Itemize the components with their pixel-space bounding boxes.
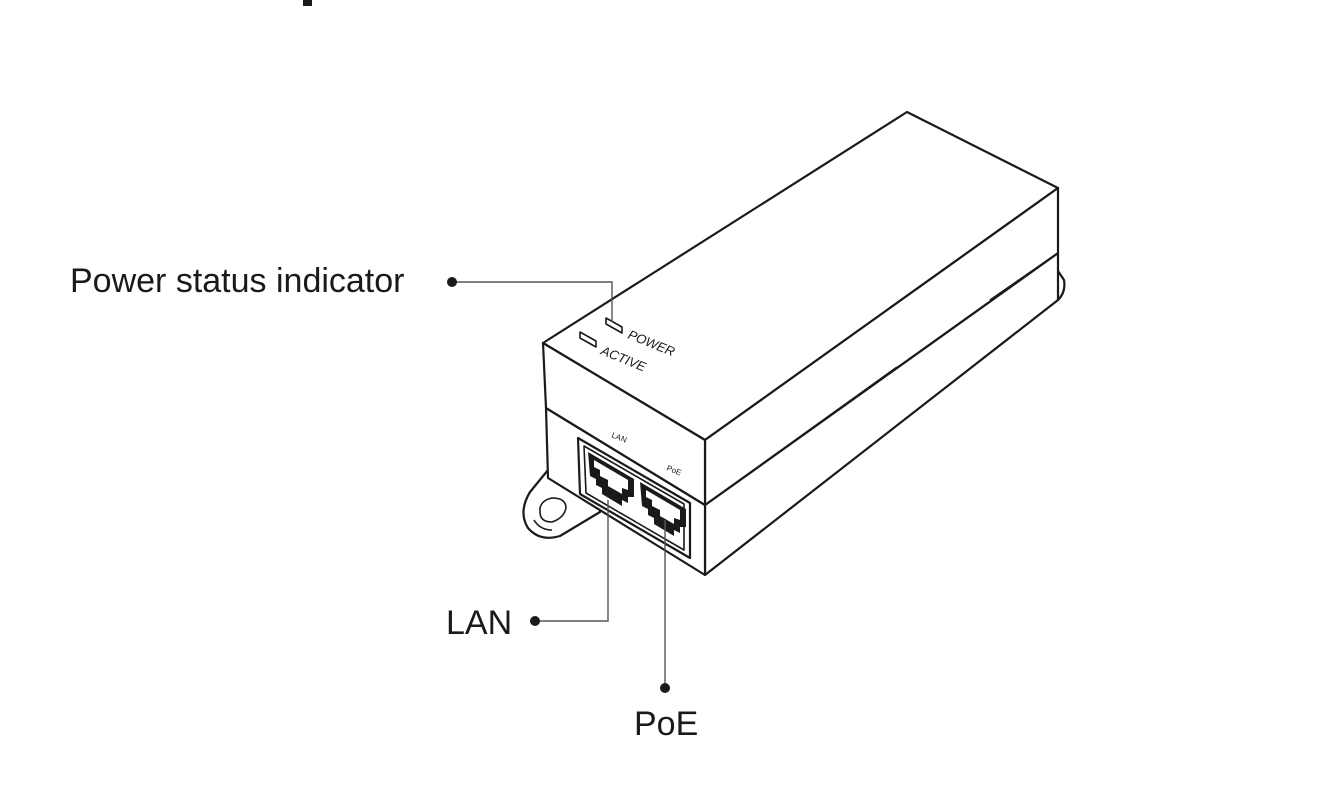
lan-callout-label: LAN: [446, 604, 512, 642]
active-led: [579, 331, 597, 348]
power-status-indicator-label: Power status indicator: [70, 262, 405, 300]
power-led: [605, 317, 623, 334]
poe-dot: [660, 683, 670, 693]
callout-leaders: [447, 277, 670, 693]
cropped-heading-fragment: [303, 0, 312, 6]
power-indicator-dot: [447, 277, 457, 287]
poe-callout-label: PoE: [634, 705, 698, 743]
lan-leader: [535, 500, 609, 622]
lan-port: [588, 452, 634, 506]
housing-seam: [704, 252, 1059, 506]
poe-port: [640, 482, 686, 536]
lan-dot: [530, 616, 540, 626]
power-indicator-leader: [452, 281, 613, 322]
